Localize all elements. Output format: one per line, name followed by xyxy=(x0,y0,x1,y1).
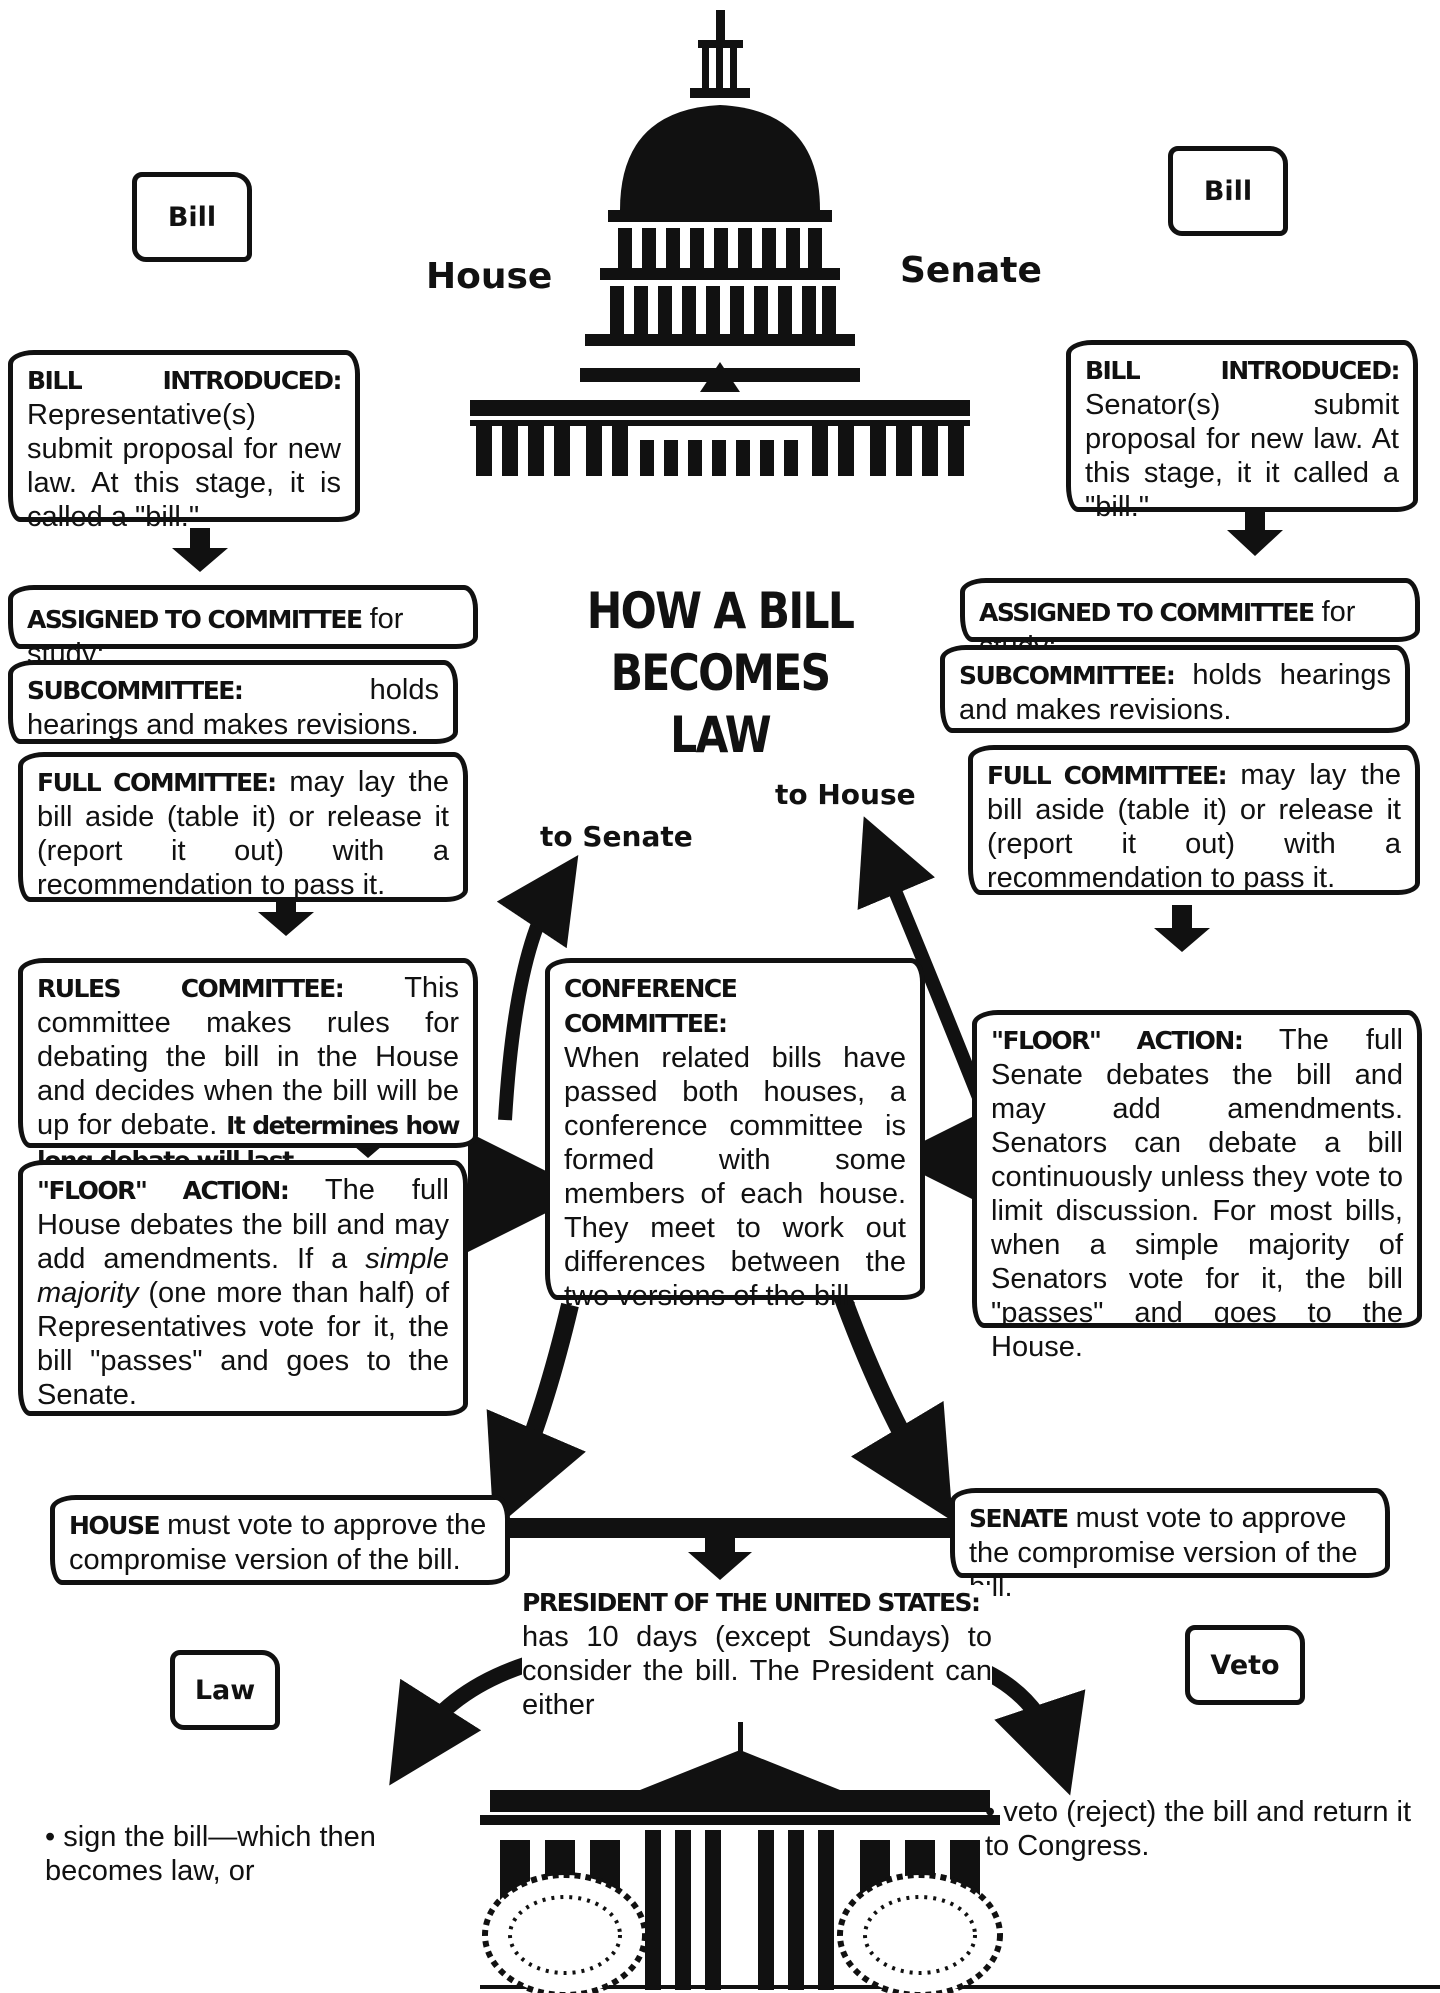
house-subcommittee-text: holds hearings and makes revisions. xyxy=(27,674,439,741)
shrub-left xyxy=(482,1872,648,1993)
house-label: House xyxy=(426,256,553,297)
senate-label: Senate xyxy=(900,250,1042,291)
senate-subcommittee-head: SUBCOMMITTEE: xyxy=(959,661,1176,690)
page-title: HOW A BILL BECOMES LAW xyxy=(567,580,873,766)
senate-full-committee: FULL COMMITTEE: may lay the bill aside (… xyxy=(968,745,1420,895)
senate-subcommittee-text: holds hearings and makes revisions. xyxy=(959,659,1391,726)
house-subcommittee: SUBCOMMITTEE: holds hearings and makes r… xyxy=(8,660,458,744)
title-line-2: BECOMES LAW xyxy=(610,644,831,764)
arrow-to-house xyxy=(857,816,987,1103)
house-introduced-text: Representative(s) submit proposal for ne… xyxy=(27,399,341,533)
senate-full-committee-head: FULL COMMITTEE: xyxy=(987,761,1228,790)
bill-tag-house: Bill xyxy=(132,172,252,262)
arrow-conf-to-house xyxy=(486,1302,586,1530)
senate-assigned-head: ASSIGNED TO COMMITTEE xyxy=(979,598,1315,627)
house-rules-text: This committee makes rules for debating … xyxy=(37,972,459,1141)
senate-full-committee-text: may lay the bill aside (table it) or rel… xyxy=(987,759,1401,894)
capitol-icon xyxy=(470,10,970,476)
house-full-committee: FULL COMMITTEE: may lay the bill aside (… xyxy=(18,752,468,902)
arrow-house-2 xyxy=(258,890,314,936)
arrow-president-to-law xyxy=(389,1657,528,1786)
house-floor-italic: simple majority xyxy=(37,1243,449,1309)
to-senate-label: to Senate xyxy=(540,820,693,853)
house-approve-text: must vote to approve the compromise vers… xyxy=(69,1509,487,1576)
arrow-conf-to-senate xyxy=(831,1286,953,1522)
house-bill-introduced: BILL INTRODUCED: Representative(s) submi… xyxy=(8,350,360,533)
conference-committee: CONFERENCE COMMITTEE: When related bills… xyxy=(545,958,925,1312)
house-subcommittee-head: SUBCOMMITTEE: xyxy=(27,676,244,705)
senate-assigned-committee: ASSIGNED TO COMMITTEE for study: xyxy=(960,578,1420,663)
senate-floor-head: "FLOOR" ACTION: xyxy=(991,1026,1244,1055)
house-introduced-head: BILL INTRODUCED: xyxy=(27,366,343,395)
house-rules-committee: RULES COMMITTEE: This committee makes ru… xyxy=(18,958,478,1175)
house-approve-head: HOUSE xyxy=(69,1511,161,1540)
senate-introduced-text: Senator(s) submit proposal for new law. … xyxy=(1085,389,1399,523)
conference-head: CONFERENCE COMMITTEE: xyxy=(564,974,738,1038)
senate-approve-text: must vote to approve the compromise vers… xyxy=(969,1502,1358,1603)
senate-floor-action: "FLOOR" ACTION: The full Senate debates … xyxy=(972,1010,1422,1363)
president-text: has 10 days (except Sundays) to consider… xyxy=(522,1621,992,1721)
arrow-senate-2 xyxy=(1154,905,1210,952)
senate-approve-compromise: SENATE must vote to approve the compromi… xyxy=(950,1488,1390,1603)
cross-arrows xyxy=(389,816,1086,1796)
senate-approve-head: SENATE xyxy=(969,1504,1069,1533)
arrow-to-senate xyxy=(496,855,579,1121)
house-approve-compromise: HOUSE must vote to approve the compromis… xyxy=(50,1495,510,1585)
veto-tag: Veto xyxy=(1185,1625,1305,1705)
to-house-label: to House xyxy=(775,778,916,811)
house-floor-action: "FLOOR" ACTION: The full House debates t… xyxy=(18,1160,468,1416)
title-line-1: HOW A BILL xyxy=(586,582,855,640)
arrow-house-1 xyxy=(172,528,228,572)
house-floor-text-a: The full House debates the bill and may … xyxy=(37,1174,449,1275)
house-full-committee-head: FULL COMMITTEE: xyxy=(37,768,277,797)
house-full-committee-text: may lay the bill aside (table it) or rel… xyxy=(37,766,449,901)
senate-flow-arrows xyxy=(1154,510,1283,952)
president-head: PRESIDENT OF THE UNITED STATES: xyxy=(522,1588,981,1617)
president-block: PRESIDENT OF THE UNITED STATES: has 10 d… xyxy=(522,1585,992,1722)
conference-text: When related bills have passed both hous… xyxy=(564,1042,906,1312)
house-assigned-committee: ASSIGNED TO COMMITTEE for study: xyxy=(8,585,478,670)
house-assigned-head: ASSIGNED TO COMMITTEE xyxy=(27,605,363,634)
bill-tag-senate: Bill xyxy=(1168,146,1288,236)
house-floor-text-b: (one more than half) of Representatives … xyxy=(37,1277,449,1411)
house-rules-head: RULES COMMITTEE: xyxy=(37,974,345,1003)
house-floor-head: "FLOOR" ACTION: xyxy=(37,1176,290,1205)
approval-bar xyxy=(500,1518,970,1580)
outcome-sign: • sign the bill—which then becomes law, … xyxy=(45,1821,376,1887)
senate-introduced-head: BILL INTRODUCED: xyxy=(1085,356,1401,385)
shrub-right xyxy=(837,1872,1003,1993)
arrow-senate-1 xyxy=(1227,510,1283,556)
senate-floor-text: The full Senate debates the bill and may… xyxy=(991,1024,1403,1363)
senate-subcommittee: SUBCOMMITTEE: holds hearings and makes r… xyxy=(940,645,1410,733)
outcome-veto: • veto (reject) the bill and return it t… xyxy=(985,1796,1412,1862)
senate-bill-introduced: BILL INTRODUCED: Senator(s) submit propo… xyxy=(1066,340,1418,523)
law-tag: Law xyxy=(170,1650,280,1730)
